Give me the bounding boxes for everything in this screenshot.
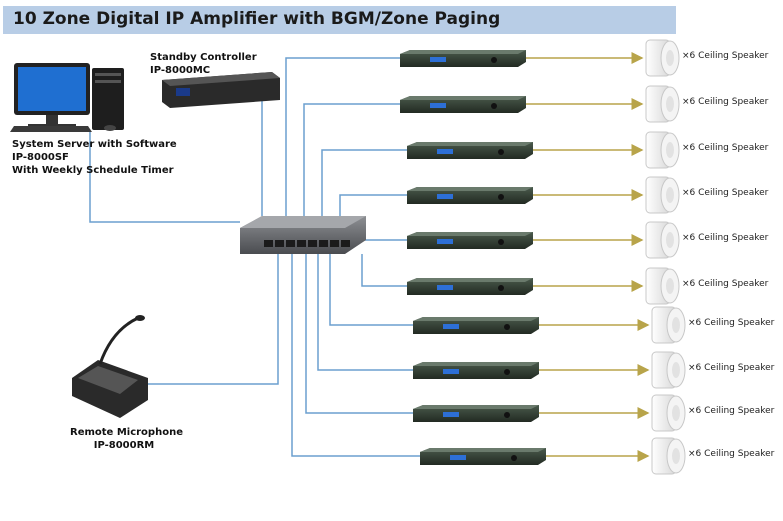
switch-port: [341, 240, 350, 247]
standby-label: Standby Controller IP-8000MC: [150, 51, 257, 77]
amplifier-icon: [420, 448, 546, 465]
switch-port: [275, 240, 284, 247]
switch-port: [286, 240, 295, 247]
network-link: [285, 57, 400, 216]
server-label: System Server with Software IP-8000SF Wi…: [12, 138, 177, 177]
ceiling-speaker-icon: [651, 351, 686, 389]
remote-microphone-icon: [72, 315, 148, 418]
network-link: [291, 254, 420, 457]
ceiling-speaker-icon: [645, 39, 680, 77]
standby-controller-icon: [162, 72, 280, 108]
ceiling-speaker-icon: [645, 131, 680, 169]
title-bar: 10 Zone Digital IP Amplifier with BGM/Zo…: [3, 6, 676, 34]
amplifier-icon: [413, 405, 539, 422]
amplifier-icon: [413, 317, 539, 334]
switch-port: [297, 240, 306, 247]
speaker-quantity-label: ×6 Ceiling Speaker: [688, 406, 775, 416]
speaker-quantity-label: ×6 Ceiling Speaker: [682, 188, 769, 198]
page-title: 10 Zone Digital IP Amplifier with BGM/Zo…: [13, 9, 501, 29]
amplifier-icon: [407, 142, 533, 159]
ceiling-speaker-icon: [645, 85, 680, 123]
network-link: [317, 254, 413, 371]
ceiling-speaker-icon: [651, 306, 686, 344]
switch-port: [319, 240, 328, 247]
network-link: [321, 149, 407, 216]
server-label-line3: With Weekly Schedule Timer: [12, 165, 174, 176]
amplifier-icon: [400, 96, 526, 113]
amplifier-column: [400, 50, 546, 465]
ceiling-speaker-icon: [651, 437, 686, 475]
remote-mic-label-line2: IP-8000RM: [93, 440, 155, 451]
switch-port: [308, 240, 317, 247]
speaker-quantity-label: ×6 Ceiling Speaker: [682, 97, 769, 107]
server-computer-icon: [10, 63, 124, 132]
network-connections: [89, 57, 420, 457]
speaker-column: [645, 39, 686, 475]
switch-port: [264, 240, 273, 247]
speaker-quantity-label: ×6 Ceiling Speaker: [688, 318, 775, 328]
remote-mic-label-line1: Remote Microphone: [70, 427, 183, 438]
network-link: [305, 254, 413, 414]
standby-label-line1: Standby Controller: [150, 52, 257, 63]
network-switch-icon: [240, 216, 366, 254]
speaker-quantity-label: ×6 Ceiling Speaker: [682, 143, 769, 153]
speaker-quantity-label: ×6 Ceiling Speaker: [682, 51, 769, 61]
network-link: [339, 194, 407, 216]
switch-port: [330, 240, 339, 247]
ceiling-speaker-icon: [645, 267, 680, 305]
speaker-connections: [526, 52, 650, 462]
standby-label-line2: IP-8000MC: [150, 65, 211, 76]
amplifier-icon: [407, 278, 533, 295]
amplifier-icon: [407, 187, 533, 204]
network-link: [303, 103, 400, 216]
network-link-server: [89, 132, 240, 223]
speaker-quantity-label: ×6 Ceiling Speaker: [682, 233, 769, 243]
amplifier-icon: [400, 50, 526, 67]
network-link-mic: [138, 254, 279, 385]
speaker-quantity-label: ×6 Ceiling Speaker: [688, 449, 775, 459]
remote-mic-label: Remote Microphone IP-8000RM: [70, 426, 183, 452]
amplifier-icon: [413, 362, 539, 379]
ceiling-speaker-icon: [645, 176, 680, 214]
network-link: [361, 254, 407, 287]
network-link: [329, 254, 413, 326]
ceiling-speaker-icon: [645, 221, 680, 259]
amplifier-icon: [407, 232, 533, 249]
server-label-line1: System Server with Software: [12, 139, 177, 150]
speaker-quantity-label: ×6 Ceiling Speaker: [688, 363, 775, 373]
speaker-quantity-label: ×6 Ceiling Speaker: [682, 279, 769, 289]
server-label-line2: IP-8000SF: [12, 152, 69, 163]
ceiling-speaker-icon: [651, 394, 686, 432]
